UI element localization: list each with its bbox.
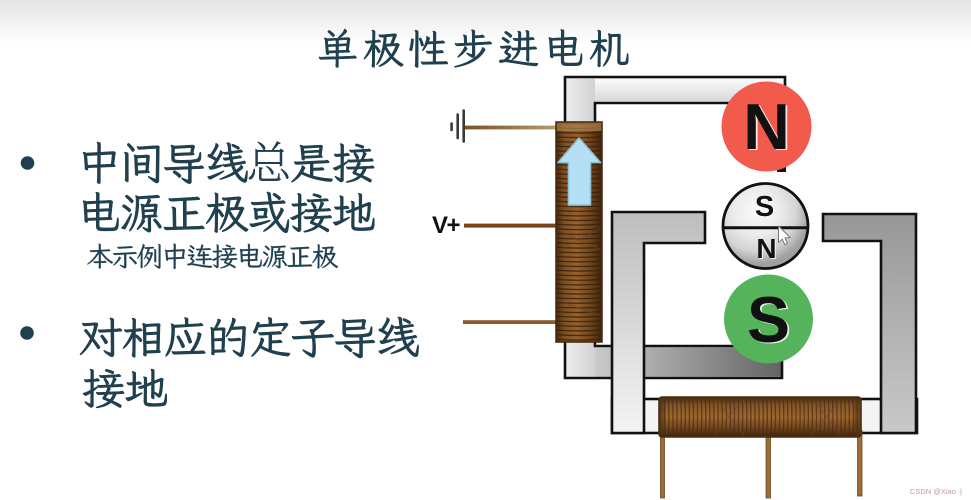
svg-text:S: S — [749, 285, 792, 357]
svg-text:N: N — [743, 91, 790, 163]
svg-text:S: S — [755, 191, 774, 223]
svg-text:S: S — [747, 284, 790, 356]
svg-text:S: S — [756, 192, 775, 224]
svg-text:N: N — [757, 234, 777, 265]
svg-text:V+: V+ — [432, 212, 461, 239]
svg-text:N: N — [756, 233, 776, 264]
svg-text:CSDN @Xiao |: CSDN @Xiao | — [910, 487, 962, 496]
svg-text:N: N — [745, 92, 792, 164]
